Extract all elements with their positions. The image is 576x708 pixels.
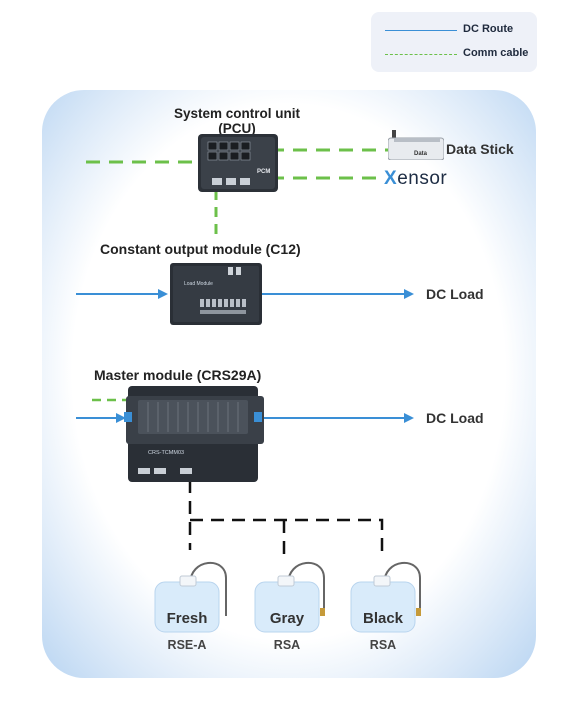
legend: DC Route Comm cable xyxy=(371,12,537,72)
xensor-logo-rest: ensor xyxy=(397,168,448,189)
tank-black-name: Black xyxy=(362,610,404,627)
data-stick-label: Data Stick xyxy=(446,141,514,157)
tank-fresh-type: RSE-A xyxy=(167,638,207,652)
tank-gray: Gray xyxy=(250,556,332,636)
tank-gray-name: Gray xyxy=(269,610,305,627)
pcu-title: System control unit (PCU) xyxy=(0,106,474,136)
crs-device-text: CRS-TCMM03 xyxy=(148,450,184,456)
dc-route-legend-line xyxy=(385,30,457,31)
comm-cable-legend-label: Comm cable xyxy=(463,47,529,59)
xensor-logo-x: X xyxy=(384,168,398,189)
crs-device: CRS-TCMM03 xyxy=(124,386,264,482)
data-stick-device: Data xyxy=(388,130,444,160)
tank-black: Black xyxy=(346,556,428,636)
data-stick-device-text: Data xyxy=(414,151,428,157)
pcu-device-text: PCM xyxy=(257,169,270,175)
dc-route-legend-label: DC Route xyxy=(463,23,514,35)
c12-device-text: Load Module xyxy=(184,281,213,287)
tank-fresh-name: Fresh xyxy=(166,610,208,627)
tank-fresh-icon xyxy=(154,562,227,633)
tank-gray-type: RSA xyxy=(273,638,301,652)
crs-title: Master module (CRS29A) xyxy=(94,367,262,383)
pcu-device: PCM xyxy=(198,134,278,192)
pcu-title-line2: (PCU) xyxy=(218,121,256,136)
tank-fresh: Fresh xyxy=(150,556,232,636)
crs-dc-load-label: DC Load xyxy=(426,410,484,426)
tank-black-icon xyxy=(350,562,421,633)
comm-cable-legend-line xyxy=(385,54,457,55)
xensor-logo: Xensor xyxy=(384,168,447,190)
c12-title: Constant output module (C12) xyxy=(100,241,301,257)
pcu-title-line1: System control unit xyxy=(173,106,300,121)
c12-device: Load Module xyxy=(170,263,262,325)
tank-sensor-cables xyxy=(188,480,384,556)
tank-gray-icon xyxy=(254,562,325,633)
c12-dc-load-label: DC Load xyxy=(426,286,484,302)
tank-black-type: RSA xyxy=(369,638,397,652)
